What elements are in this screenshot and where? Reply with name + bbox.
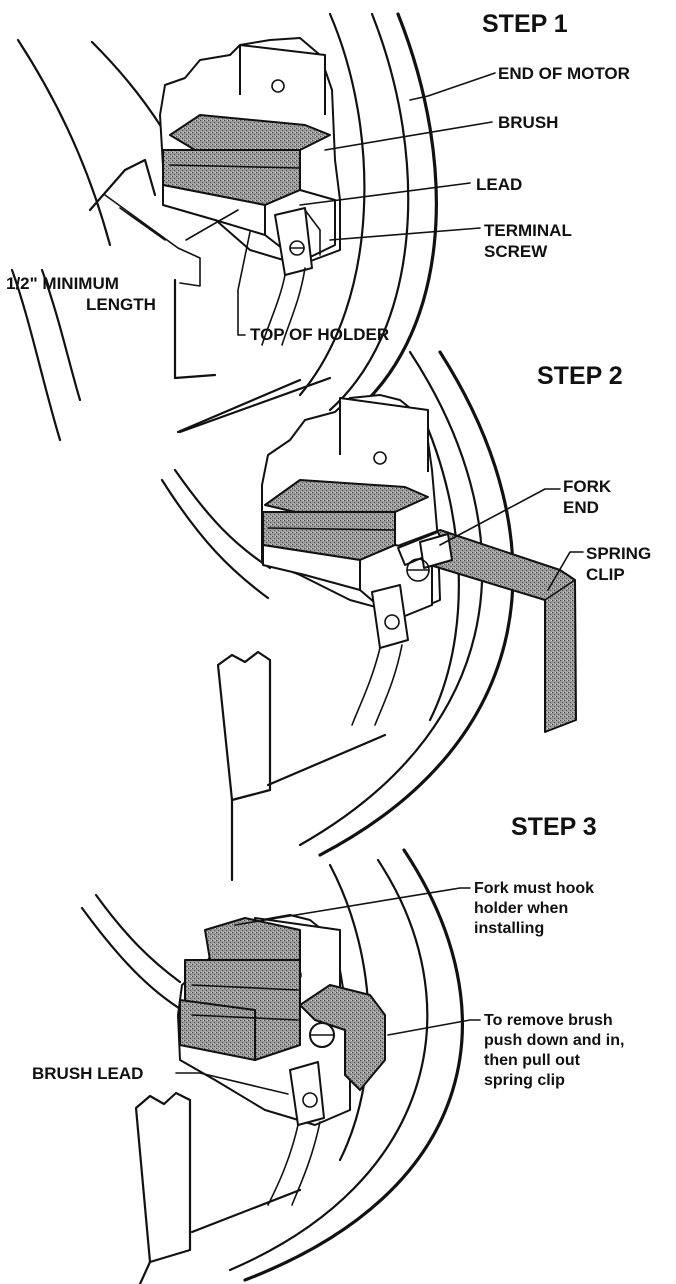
brush-lead-label: BRUSH LEAD — [32, 1064, 143, 1083]
step3-panel: STEP 3 — [32, 813, 624, 1284]
step1-brush-holder — [159, 37, 341, 346]
step2-leaders — [439, 488, 584, 591]
step2-title: STEP 2 — [537, 362, 623, 390]
step1-leaders — [104, 72, 496, 336]
min-length-label-1: 1/2" MINIMUM — [6, 274, 119, 293]
fork-end-label-1: FORK — [563, 477, 612, 496]
spring-clip-label-1: SPRING — [586, 544, 651, 563]
lead-label: LEAD — [476, 175, 522, 194]
end-of-motor-label: END OF MOTOR — [498, 64, 630, 83]
top-of-holder-label: TOP OF HOLDER — [250, 325, 389, 344]
spring-clip — [397, 529, 577, 733]
terminal-screw-label-2: SCREW — [484, 242, 548, 261]
step3-spring-clip — [299, 984, 386, 1091]
step2-panel: STEP 2 — [160, 350, 651, 882]
step1-motor-housing — [10, 12, 438, 442]
min-length-label-2: LENGTH — [86, 295, 156, 314]
step3-leaders — [175, 887, 481, 1095]
step3-title: STEP 3 — [511, 813, 597, 841]
step1-panel: STEP 1 — [6, 10, 630, 442]
remove-note-line-2: push down and in, — [484, 1032, 624, 1049]
fork-note-line-1: Fork must hook — [474, 880, 594, 897]
remove-note-line-3: then pull out — [484, 1052, 581, 1069]
terminal-screw-label-1: TERMINAL — [484, 221, 572, 240]
step2-brush-holder — [261, 394, 441, 726]
step3-brush-holder — [177, 914, 351, 1206]
fork-end-label-2: END — [563, 498, 599, 517]
remove-note-line-4: spring clip — [484, 1072, 565, 1089]
fork-note-line-2: holder when — [474, 900, 568, 917]
remove-note-line-1: To remove brush — [484, 1012, 613, 1029]
step2-motor-housing — [160, 350, 515, 882]
step1-title: STEP 1 — [482, 10, 568, 38]
brush-label: BRUSH — [498, 113, 558, 132]
spring-clip-label-2: CLIP — [586, 565, 625, 584]
fork-note-line-3: installing — [474, 920, 544, 937]
